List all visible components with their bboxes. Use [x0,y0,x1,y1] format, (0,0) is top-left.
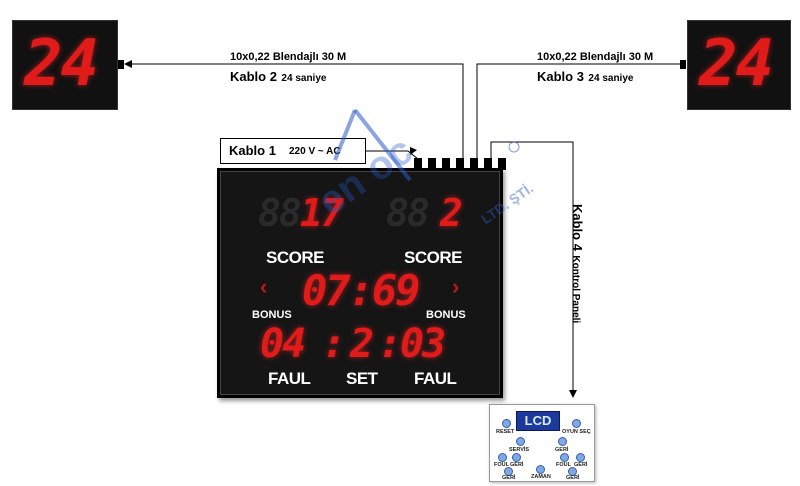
oyun-sec-button[interactable] [572,419,581,428]
home-score-dim: 88 [258,191,302,235]
foul-separator-left: : [322,321,346,367]
scoreboard: 88 17 88 2 SCORE SCORE ‹ 07:69 › BONUS B… [217,168,503,398]
kablo3-spec: 10x0,22 Blendajlı 30 M [537,51,654,63]
foul-button-home[interactable] [498,453,507,462]
control-panel: LCD RESET OYUN SEÇ SERVİS GERİ FOUL GERİ… [489,404,595,482]
kablo3-sub: 24 saniye [588,73,634,84]
geri-button-2[interactable] [512,453,521,462]
kablo1-line [365,150,419,160]
registered-mark [508,141,520,153]
kablo4-line [490,141,574,390]
home-score-label: SCORE [266,248,324,267]
reset-label: RESET [496,429,515,435]
oyun-sec-label: OYUN SEÇ [562,429,591,435]
home-faul-label: FAUL [268,369,311,388]
home-foul: 04 [260,321,306,367]
kablo4-sub: Kontrol Paneli [570,255,581,324]
servis-label: SERVİS [509,447,530,453]
foul-label-away: FOUL [556,462,571,468]
connector-pin [442,158,450,170]
foul-separator-right: : [378,321,402,367]
kablo1-sub: 220 V ~ AC [289,146,341,157]
away-foul: 03 [400,321,446,367]
foul-button-away[interactable] [560,453,569,462]
kablo3-label: Kablo 3 24 saniye [537,68,633,86]
connector-pin [414,158,422,170]
geri-label-3: GERİ [574,462,588,468]
left-shot-clock: 24 [12,20,118,110]
geri-label-1: GERİ [555,447,569,453]
reset-button[interactable] [502,419,511,428]
geri-button-3[interactable] [576,453,585,462]
connector-pin [470,158,478,170]
logo-arrow-stroke [353,108,412,182]
connector-pin [428,158,436,170]
set-value: 2 [350,321,374,367]
geri-button-1[interactable] [558,437,567,446]
kablo2-line [130,63,464,163]
right-shot-clock-connector [680,60,686,69]
home-score: 17 [300,191,344,235]
away-score: 2 [440,191,463,235]
game-time: 07:69 [302,266,420,315]
home-bonus-label: BONUS [252,309,292,321]
right-shot-clock: 24 [687,20,791,110]
left-shot-clock-digits: 24 [24,27,99,101]
foul-label-home: FOUL [494,462,509,468]
kablo4-arrow [569,390,577,398]
connector-pin [456,158,464,170]
kablo2-sub: 24 saniye [281,73,327,84]
lcd-display: LCD [516,411,560,431]
company-logo-watermark [333,108,520,182]
zaman-label: ZAMAN [531,474,551,480]
kablo3-line [476,63,680,163]
right-shot-clock-digits: 24 [699,27,774,101]
servis-button[interactable] [516,437,525,446]
kablo1-title: Kablo 1 [229,143,276,158]
away-bonus-label: BONUS [426,309,466,321]
geri-label-5: GERİ [566,475,580,481]
connector-pin [498,158,506,170]
away-score-label: SCORE [404,248,462,267]
kablo3-title: Kablo 3 [537,69,584,84]
kablo1-arrow [410,147,417,155]
kablo2-title: Kablo 2 [230,69,277,84]
kablo4-title: Kablo 4 [570,204,585,251]
possession-left-indicator: ‹ [260,274,268,299]
set-label: SET [346,369,378,388]
away-score-dim: 88 [386,191,430,235]
geri-label-4: GERİ [502,475,516,481]
kablo2-spec: 10x0,22 Blendajlı 30 M [230,51,347,63]
zaman-button[interactable] [536,465,545,474]
scoreboard-connector-strip [414,158,508,170]
kablo2-arrow [124,60,132,68]
geri-label-2: GERİ [510,462,524,468]
connector-pin [484,158,492,170]
kablo4-label: Kablo 4 Kontrol Paneli [568,204,586,323]
possession-right-indicator: › [452,274,460,299]
away-faul-label: FAUL [414,369,457,388]
kablo2-label: Kablo 2 24 saniye [230,68,326,86]
left-shot-clock-connector [118,60,124,69]
geri-button-4[interactable] [504,467,513,476]
logo-arrow-stroke [333,109,357,161]
geri-button-5[interactable] [568,467,577,476]
